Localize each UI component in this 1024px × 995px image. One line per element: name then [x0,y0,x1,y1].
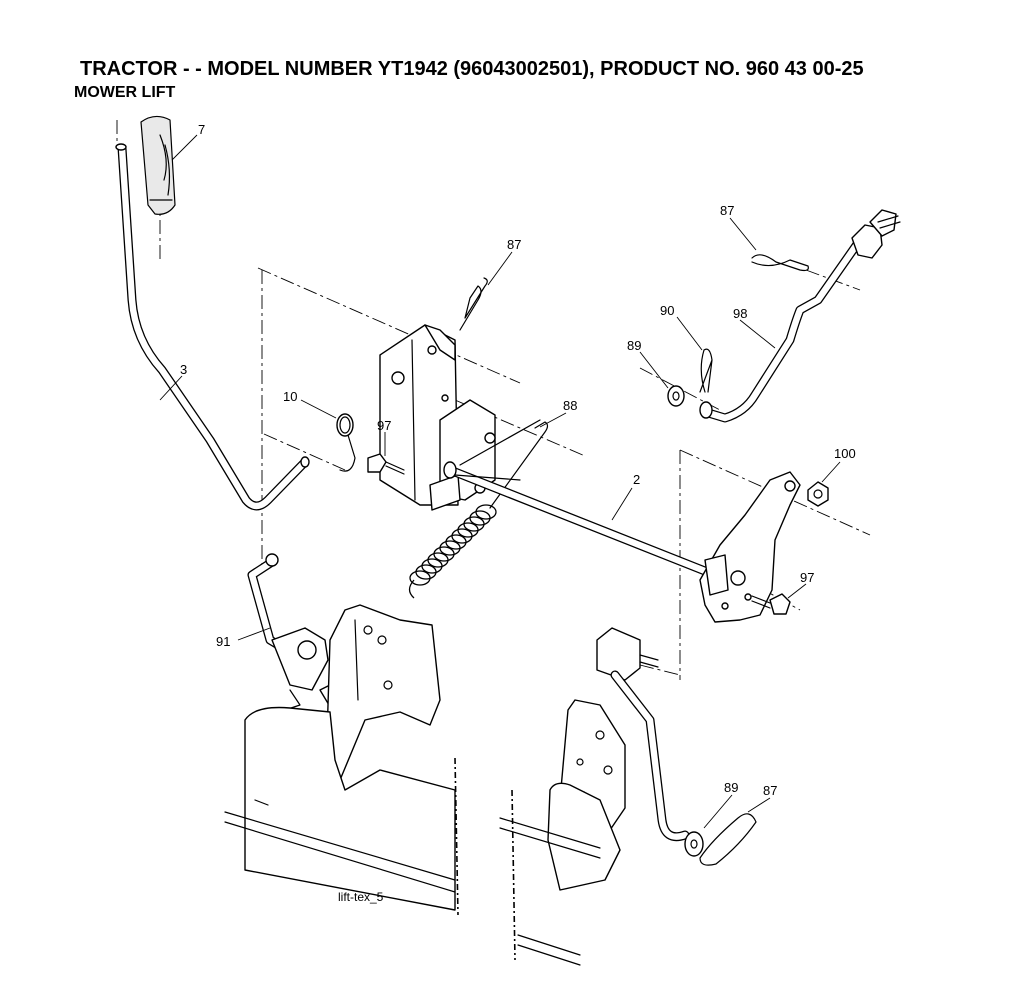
figure-id: lift-tex_5 [338,890,384,904]
callout-10: 10 [283,389,297,404]
callout-2: 2 [633,472,640,487]
right-front-rod [596,627,690,842]
callout-87-bottom: 87 [763,783,777,798]
callout-7: 7 [198,122,205,137]
callouts: 7 87 3 10 97 88 90 98 89 87 2 100 97 91 … [180,122,856,798]
bolt-left [367,453,405,475]
hairpin-clip-90 [699,348,713,393]
callout-89-top: 89 [627,338,641,353]
nut [807,481,829,507]
handle-grip [140,115,176,215]
callout-3: 3 [180,362,187,377]
callout-87-right: 87 [720,203,734,218]
callout-87-top: 87 [507,237,521,252]
callout-91: 91 [216,634,230,649]
callout-89-bottom: 89 [724,780,738,795]
hairpin-clip-top [459,277,488,331]
lift-link-rod [699,209,901,423]
left-deck-body [224,706,459,916]
right-deck-body [499,782,621,966]
page-subtitle: MOWER LIFT [74,84,176,101]
callout-98: 98 [733,306,747,321]
left-deck-bracket [325,604,441,781]
callout-88: 88 [563,398,577,413]
cross-shaft [443,419,720,580]
leader-lines [159,134,841,829]
bolt-right [751,593,791,615]
hairpin-clip-right [751,254,809,272]
lift-handle-rod [115,143,310,511]
washer-89-top [667,385,685,407]
callout-97-left: 97 [377,418,391,433]
callout-97-right: 97 [800,570,814,585]
callout-100: 100 [834,446,856,461]
small-spring [336,413,356,472]
callout-90: 90 [660,303,674,318]
washer-89-bottom [684,831,704,857]
right-lift-arm [699,471,801,623]
page-title: TRACTOR - - MODEL NUMBER YT1942 (9604300… [80,58,864,80]
extension-spring [408,421,549,599]
hairpin-clip-bottom [699,813,757,866]
center-bracket [379,324,496,511]
